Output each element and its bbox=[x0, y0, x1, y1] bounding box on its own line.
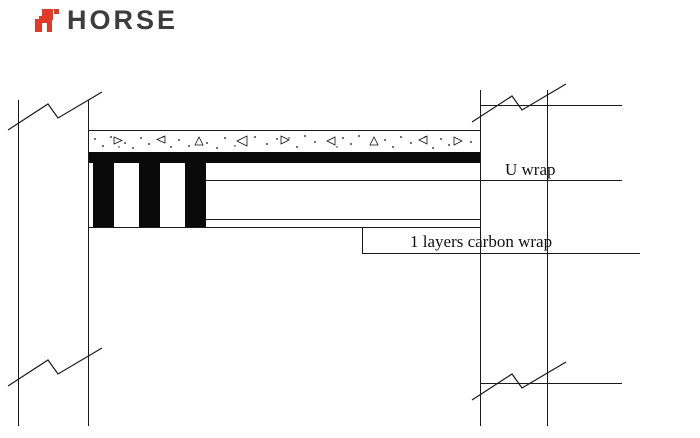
break-symbol-bottom-right bbox=[471, 361, 567, 401]
break-symbol-bottom-left bbox=[7, 347, 103, 387]
u-wrap-leader-line bbox=[206, 180, 622, 181]
beam-soffit-wrap-line bbox=[206, 219, 480, 220]
brand-name: HORSE bbox=[67, 5, 179, 35]
concrete-stipple-pattern bbox=[94, 135, 472, 149]
carbon-wrap-leader-line bbox=[362, 253, 640, 254]
left-column-outer-line bbox=[18, 100, 19, 426]
concrete-slab-texture bbox=[89, 131, 480, 152]
brand-logo: HORSE bbox=[33, 7, 178, 34]
u-wrap-top-band bbox=[89, 152, 480, 163]
u-wrap-strap-2 bbox=[139, 163, 160, 228]
bottom-right-extension-line bbox=[480, 383, 622, 384]
horse-pixel-icon bbox=[35, 9, 59, 32]
right-column-inner-line bbox=[480, 90, 481, 426]
u-wrap-strap-3 bbox=[185, 163, 206, 228]
u-wrap-label: U wrap bbox=[505, 160, 556, 179]
slab-top-line bbox=[89, 130, 480, 131]
u-wrap-strap-1 bbox=[93, 163, 114, 228]
carbon-wrap-leader-vertical bbox=[362, 227, 363, 253]
break-symbol-top-right bbox=[471, 83, 567, 123]
top-right-extension-line bbox=[480, 105, 622, 106]
right-column-outer-line bbox=[547, 90, 548, 426]
left-column-inner-line bbox=[88, 100, 89, 426]
beam-bottom-line bbox=[89, 227, 480, 228]
break-symbol-top-left bbox=[7, 91, 103, 131]
carbon-wrap-label: 1 layers carbon wrap bbox=[410, 232, 553, 251]
